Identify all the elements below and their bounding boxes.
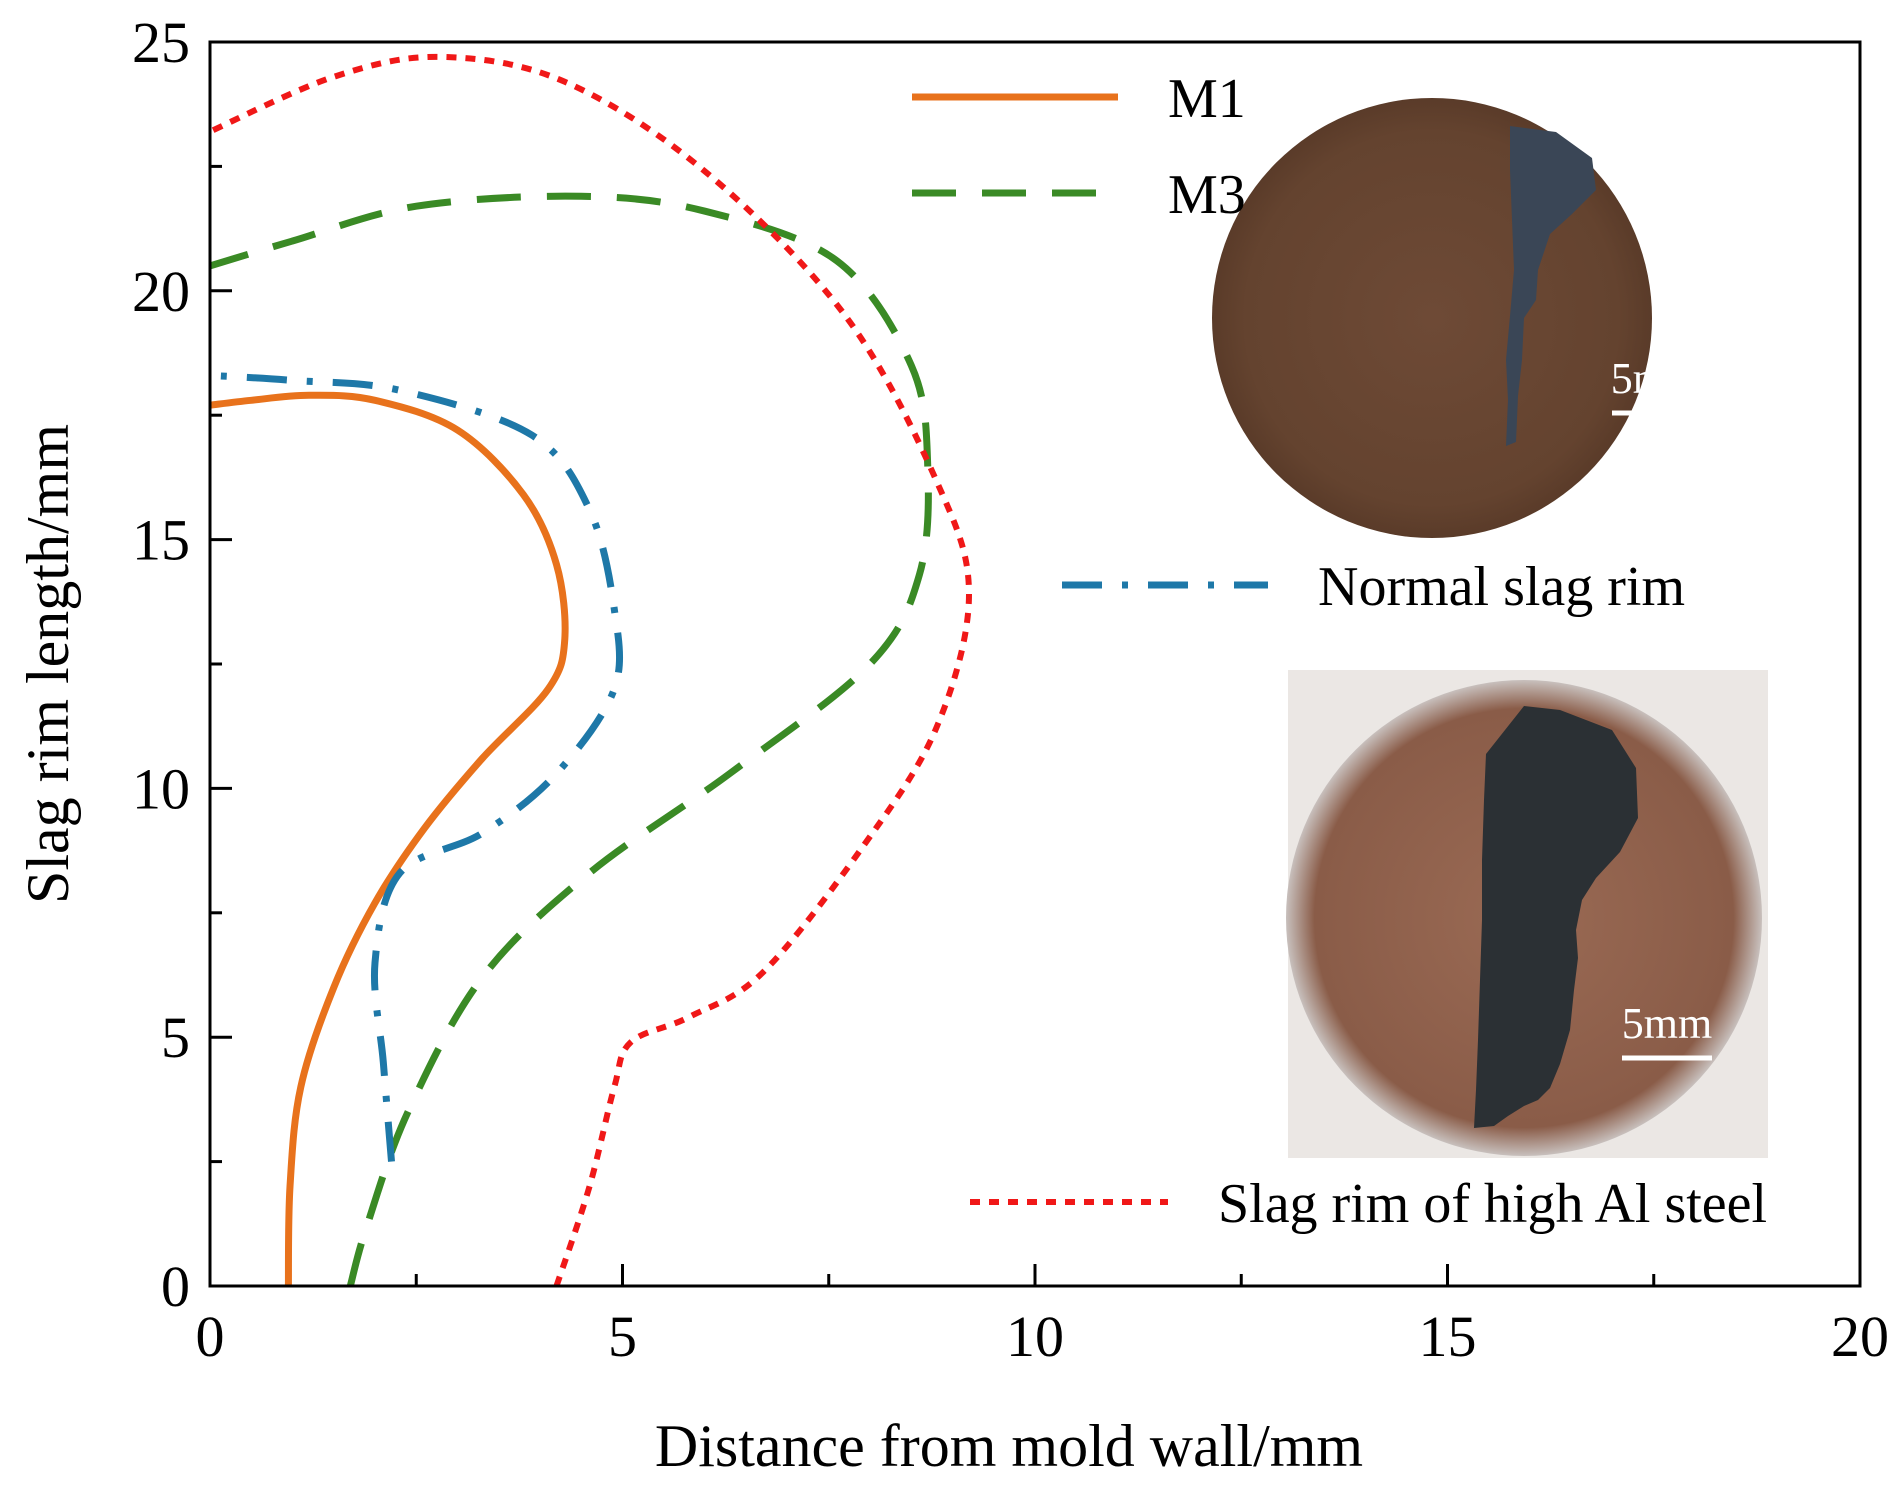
scale-bar-label: 5mm xyxy=(1611,354,1701,403)
y-tick-label: 10 xyxy=(132,756,190,821)
x-tick-label: 10 xyxy=(1006,1304,1064,1369)
legend-label: Slag rim of high Al steel xyxy=(1218,1173,1767,1235)
inset-photo-high-al-slag-rim: 5mm xyxy=(1286,670,1768,1158)
legend-label: M1 xyxy=(1168,68,1246,130)
legend-label: Normal slag rim xyxy=(1318,556,1685,618)
legend-item: Slag rim of high Al steel xyxy=(970,1173,1767,1235)
series-line-4 xyxy=(210,53,972,1286)
series-line-2 xyxy=(210,192,932,1286)
slag-rim-specimen xyxy=(1474,706,1638,1128)
y-tick-label: 0 xyxy=(161,1254,190,1319)
y-tick-label: 15 xyxy=(132,508,190,573)
axes: 0 5 10 15 20 0 5 10 15 20 25 xyxy=(132,10,1889,1369)
y-tick-label: 5 xyxy=(161,1005,190,1070)
x-axis-title: Distance from mold wall/mm xyxy=(655,1413,1363,1479)
legend-item: M3 xyxy=(912,164,1246,226)
inset-photo-normal-slag-rim: 5mm xyxy=(1212,98,1701,538)
series-line-1 xyxy=(210,391,569,1286)
series-line-3 xyxy=(210,371,624,1162)
y-axis-title: Slag rim length/mm xyxy=(15,424,81,904)
x-tick-label: 20 xyxy=(1831,1304,1889,1369)
x-tick-label: 5 xyxy=(608,1304,637,1369)
slag-rim-specimen xyxy=(1506,126,1596,446)
legend-label: M3 xyxy=(1168,164,1246,226)
series-layer xyxy=(210,53,972,1286)
x-tick-label: 15 xyxy=(1419,1304,1477,1369)
legend-item: M1 xyxy=(912,68,1246,130)
legend-item: Normal slag rim xyxy=(1062,556,1685,618)
x-tick-label: 0 xyxy=(196,1304,225,1369)
y-tick-label: 20 xyxy=(132,259,190,324)
y-tick-label: 25 xyxy=(132,10,190,75)
scale-bar-label: 5mm xyxy=(1622,999,1712,1048)
